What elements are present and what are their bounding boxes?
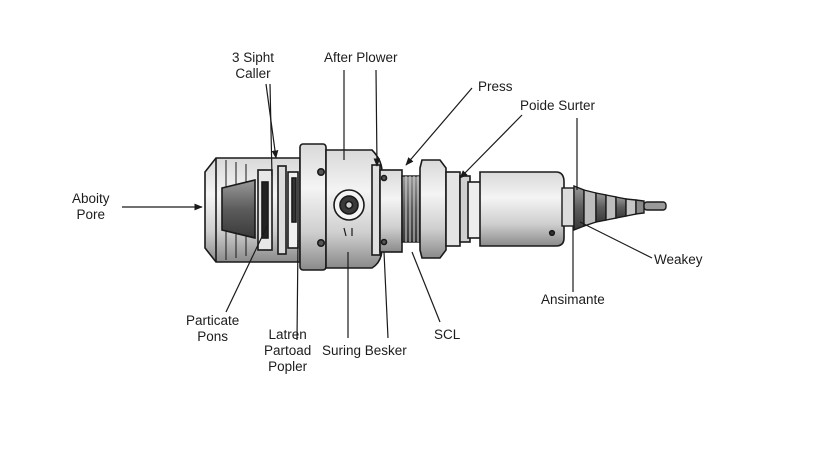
label-aboity-pore-line-2: Pore [76, 207, 106, 222]
label-scl-text: SCL [434, 327, 461, 342]
label-latren-line-1: Latren [268, 327, 307, 342]
label-press: Press [478, 79, 513, 95]
label-aboity-pore: Aboity Pore [72, 191, 110, 223]
label-scl: SCL [434, 327, 460, 343]
flange-collar [299, 143, 327, 271]
leader-scl [411, 251, 441, 323]
label-sight-caller-line-1: 3 Sipht [232, 50, 275, 65]
rear-threaded-section [204, 157, 301, 263]
leader-lines [122, 69, 653, 341]
leader-sight-caller-2 [269, 83, 273, 177]
hex-nut [419, 159, 471, 259]
label-weakey-text: Weakey [654, 252, 703, 267]
leader-press [405, 87, 473, 166]
label-latren-line-2: Partoad [264, 343, 312, 358]
cylinder-sleeve [467, 171, 565, 247]
label-particate-pons: Particate Pons [186, 313, 239, 345]
leader-weakey [579, 221, 653, 259]
label-poide-surter: Poide Surter [520, 98, 595, 114]
label-aboity-pore-line-1: Aboity [72, 191, 110, 206]
label-after-plower: After Plower [324, 50, 398, 66]
main-body [325, 149, 403, 269]
label-sight-caller-line-2: Caller [235, 66, 271, 81]
leader-after-plower-2 [373, 69, 381, 167]
label-particate-pons-line-2: Pons [197, 329, 229, 344]
leader-besker [383, 251, 389, 339]
label-poide-surter-text: Poide Surter [520, 98, 596, 113]
leader-latren [296, 239, 299, 341]
leader-particate [225, 223, 269, 313]
leader-poide-surter [459, 114, 523, 179]
label-latren-partoad-popler: Latren Partoad Popler [264, 327, 311, 375]
label-weakey: Weakey [654, 252, 703, 268]
label-latren-line-3: Popler [268, 359, 308, 374]
strain-relief-boot [561, 184, 667, 232]
label-sight-caller: 3 Sipht Caller [232, 50, 274, 82]
label-press-text: Press [478, 79, 513, 94]
label-suring-besker-text: Suring Besker [322, 343, 407, 358]
label-particate-pons-line-1: Particate [186, 313, 240, 328]
label-suring-besker: Suring Besker [322, 343, 407, 359]
label-ansimante: Ansimante [541, 292, 605, 308]
label-ansimante-text: Ansimante [541, 292, 605, 307]
label-after-plower-text: After Plower [324, 50, 398, 65]
